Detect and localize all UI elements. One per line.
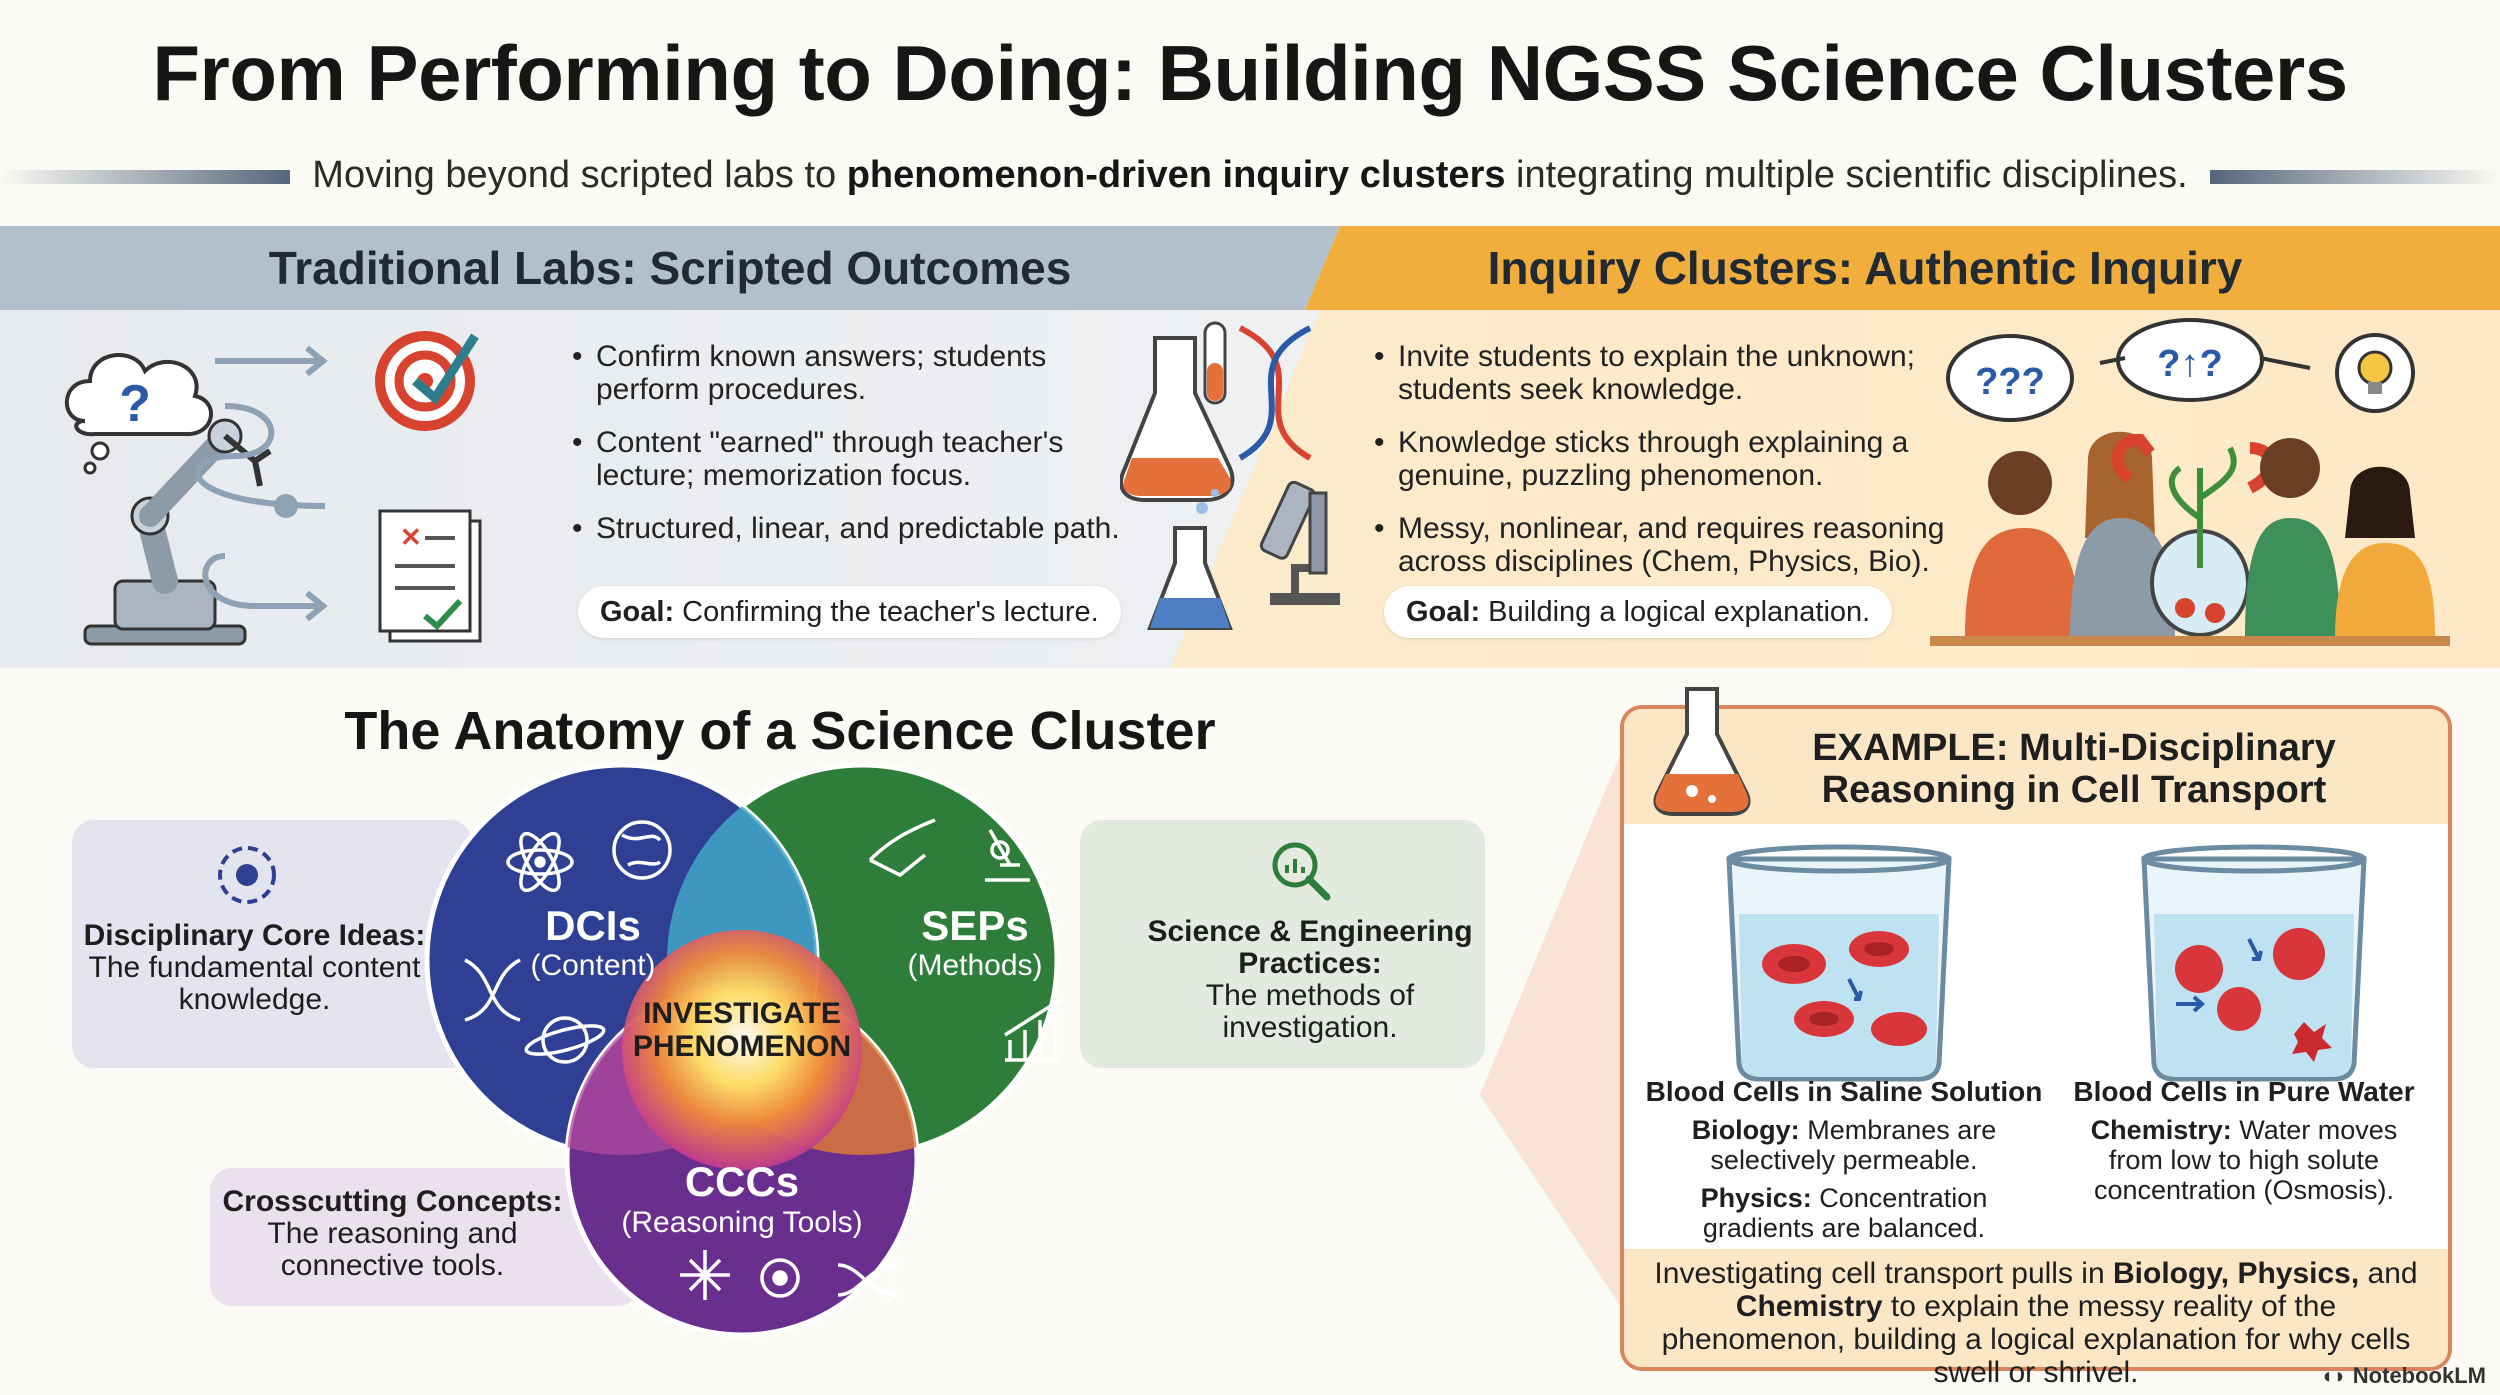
traditional-header: Traditional Labs: Scripted Outcomes — [268, 242, 1072, 294]
ccc-label: CCCs — [685, 1158, 799, 1205]
core-ideas-icon — [218, 846, 276, 904]
brand-label: ◖◗ NotebookLM — [2320, 1363, 2486, 1388]
subtitle-right-bar — [2210, 170, 2500, 184]
dna-strand-icon — [464, 958, 521, 1022]
svg-text:✕: ✕ — [400, 522, 422, 552]
sep-panel — [1080, 820, 1485, 1068]
atom-icon — [506, 831, 574, 893]
lightbulb-icon — [2357, 350, 2393, 394]
ccc-panel-text: Crosscutting Concepts:The reasoning and … — [222, 1185, 563, 1282]
comparison-band: Traditional Labs: Scripted Outcomes Inqu… — [0, 226, 2500, 668]
center-overlap — [622, 930, 862, 1170]
beaker-icon — [1147, 526, 1233, 630]
dci-label: DCIs — [545, 902, 641, 949]
traditional-bullet: Confirm known answers; students perform … — [572, 340, 1132, 406]
saline-title: Blood Cells in Saline Solution — [1645, 1076, 2043, 1107]
student-1-icon — [1965, 451, 2080, 638]
page-title: From Performing to Doing: Building NGSS … — [152, 29, 2348, 117]
dna-icon — [1238, 325, 1312, 461]
water-beaker-icon — [2141, 844, 2367, 1082]
question-bubbles-icon: ??? ?↑? — [1946, 318, 2415, 422]
saline-physics: Physics: Concentration gradients are bal… — [1700, 1183, 1988, 1243]
students-illustration: ??? ?↑? — [1930, 318, 2450, 646]
example-summary: Investigating cell transport pulls in Bi… — [1654, 1257, 2418, 1389]
svg-text:?: ? — [119, 375, 151, 433]
gear-icon — [760, 1258, 800, 1298]
globe-icon — [612, 820, 672, 880]
flask-icon — [1120, 336, 1235, 502]
water-chemistry: Chemistry: Water moves from low to high … — [2090, 1115, 2398, 1205]
svg-text:???: ??? — [1975, 361, 2045, 403]
saline-biology: Biology: Membranes are selectively perme… — [1691, 1115, 1997, 1175]
microscope-small-icon — [985, 829, 1030, 882]
test-tube-icon — [1203, 321, 1227, 405]
pattern-icon — [680, 1250, 730, 1300]
venn-diagram: DCIs (Content) SEPs (Methods) CCCs (Reas… — [424, 762, 1061, 1338]
sep-label: SEPs — [921, 902, 1028, 949]
question-cloud-icon: ? — [64, 353, 213, 475]
dci-panel-text: Disciplinary Core Ideas:The fundamental … — [83, 919, 426, 1016]
example-footer: Investigating cell transport pulls in Bi… — [1624, 1249, 2448, 1389]
water-title: Blood Cells in Pure Water — [2073, 1076, 2415, 1107]
ccc-sub: (Reasoning Tools) — [621, 1206, 862, 1239]
subtitle-row: Moving beyond scripted labs to phenomeno… — [0, 148, 2500, 208]
inquiry-bullets: Invite students to explain the unknown; … — [1374, 340, 1954, 598]
inquiry-bullet: Invite students to explain the unknown; … — [1374, 340, 1954, 406]
robot-arm-illustration: ? ✕ — [64, 331, 482, 646]
student-3-icon — [2245, 438, 2340, 638]
lab-equipment-illustration — [1120, 321, 1340, 630]
pipette-hand-icon — [868, 818, 936, 878]
target-icon — [375, 331, 479, 431]
checklist-icon: ✕ — [378, 509, 482, 643]
sep-panel-text: Science & Engineering Practices:The meth… — [1147, 915, 1473, 1044]
traditional-bullet: Structured, linear, and predictable path… — [572, 512, 1132, 545]
path-arrows-icon — [194, 345, 328, 622]
example-connector — [1480, 755, 1620, 1305]
plant-jar-icon — [2150, 446, 2250, 637]
inquiry-bullet: Messy, nonlinear, and requires reasoning… — [1374, 512, 1954, 578]
shuffle-icon — [837, 1256, 901, 1304]
bar-chart-icon — [1004, 998, 1061, 1062]
traditional-bullet: Content "earned" through teacher's lectu… — [572, 426, 1132, 492]
center-line-1: INVESTIGATE — [643, 997, 841, 1030]
saline-beaker-icon — [1726, 844, 1952, 1082]
planet-icon — [524, 1016, 606, 1064]
dci-sub: (Content) — [530, 949, 655, 982]
student-2-icon — [2070, 431, 2175, 638]
flask-example-icon — [1653, 687, 1751, 816]
robot-arm-icon — [83, 418, 272, 646]
subtitle-left-bar — [0, 170, 290, 184]
sep-sub: (Methods) — [907, 949, 1042, 982]
student-4-icon — [2335, 466, 2435, 638]
traditional-bullets: Confirm known answers; students perform … — [572, 340, 1132, 565]
inquiry-bullet: Knowledge sticks through explaining a ge… — [1374, 426, 1954, 492]
inquiry-header: Inquiry Clusters: Authentic Inquiry — [1487, 242, 2243, 294]
subtitle: Moving beyond scripted labs to phenomeno… — [312, 154, 2188, 196]
notebook-icon: ◖◗ — [2320, 1363, 2347, 1388]
magnifier-icon — [1272, 842, 1331, 901]
example-header — [1624, 709, 2448, 824]
svg-text:?↑?: ?↑? — [2157, 343, 2222, 385]
center-line-2: PHENOMENON — [633, 1030, 851, 1063]
dci-panel — [72, 820, 472, 1068]
microscope-icon — [1259, 480, 1340, 605]
anatomy-title: The Anatomy of a Science Cluster — [344, 701, 1216, 761]
inquiry-goal: Goal:Building a logical explanation. — [1384, 586, 1893, 638]
traditional-goal: Goal:Confirming the teacher's lecture. — [578, 586, 1121, 638]
